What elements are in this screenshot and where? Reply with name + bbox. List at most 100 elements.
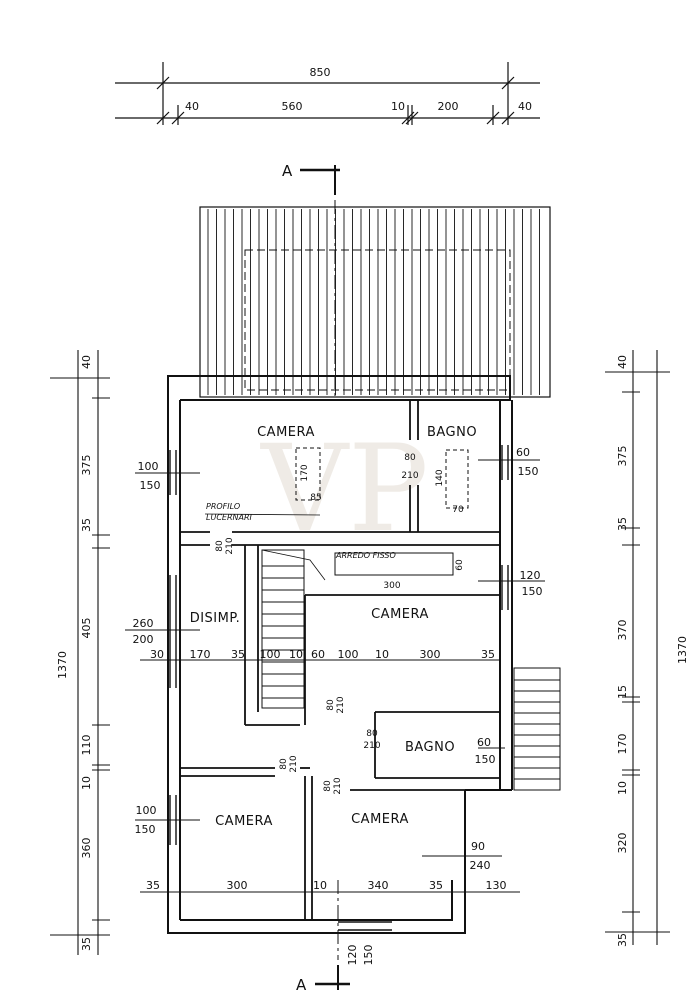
dim-right-part: 320 xyxy=(616,833,629,854)
dim-top-part: 10 xyxy=(391,100,405,113)
row-dim: 130 xyxy=(486,879,507,892)
dim-left-part: 110 xyxy=(80,735,93,756)
dim-top-part: 200 xyxy=(438,100,459,113)
window-height: 150 xyxy=(362,945,375,966)
door-height: 210 xyxy=(289,755,299,772)
room-label-bagno: BAGNO xyxy=(427,425,477,440)
row-dim: 10 xyxy=(375,648,389,661)
door-width: 80 xyxy=(215,540,225,552)
room-label-camera: CAMERA xyxy=(351,812,409,827)
row-dim: 35 xyxy=(231,648,245,661)
section-marker-label: A xyxy=(282,162,293,180)
door-width: 80 xyxy=(404,453,416,463)
shelf-depth: 60 xyxy=(455,559,465,571)
dim-left-part: 360 xyxy=(80,838,93,859)
door-width: 80 xyxy=(326,699,336,711)
window-right-1 xyxy=(501,445,509,480)
window-bottom xyxy=(338,921,392,931)
dim-left-part: 375 xyxy=(80,455,93,476)
top-dimension-chain xyxy=(115,62,540,125)
dim-left-part: 405 xyxy=(80,618,93,639)
door-height: 210 xyxy=(336,696,346,713)
window-height: 240 xyxy=(470,859,491,872)
dim-overall-width: 850 xyxy=(310,66,331,79)
bed-length: 170 xyxy=(300,464,310,481)
window-width: 60 xyxy=(516,446,530,459)
dim-right-part: 35 xyxy=(616,933,629,947)
door-width: 80 xyxy=(323,780,333,792)
bed-width: 85 xyxy=(310,493,321,503)
dimension-row-mid xyxy=(140,659,520,893)
door-width: 80 xyxy=(366,729,378,739)
right-dimension-chain xyxy=(605,350,670,945)
window-left-2 xyxy=(169,575,177,688)
dim-right-part: 15 xyxy=(616,685,629,699)
arredo-leader xyxy=(204,513,321,516)
window-label-group xyxy=(125,459,545,857)
dim-top-part: 40 xyxy=(185,100,199,113)
dim-left-part: 35 xyxy=(80,518,93,532)
door-height: 210 xyxy=(401,471,418,481)
door-height: 210 xyxy=(333,777,343,794)
window-right-2 xyxy=(501,565,509,610)
window-width: 120 xyxy=(520,569,541,582)
row-dim: 340 xyxy=(368,879,389,892)
staircase xyxy=(261,549,326,709)
dim-left-part: 40 xyxy=(80,355,93,369)
dim-right-part: 370 xyxy=(616,620,629,641)
row-dim: 30 xyxy=(150,648,164,661)
section-line-bottom xyxy=(315,880,350,990)
window-height: 150 xyxy=(140,479,161,492)
room-label-camera: CAMERA xyxy=(257,425,315,440)
window-width: 60 xyxy=(477,736,491,749)
row-dim: 170 xyxy=(190,648,211,661)
room-label-camera: CAMERA xyxy=(215,814,273,829)
door-height: 210 xyxy=(363,741,380,751)
door-height: 210 xyxy=(225,537,235,554)
window-width: 100 xyxy=(136,804,157,817)
window-height: 150 xyxy=(518,465,539,478)
tub-length: 140 xyxy=(435,469,445,486)
dim-top-part: 560 xyxy=(282,100,303,113)
window-height: 150 xyxy=(135,823,156,836)
dim-right-part: 40 xyxy=(616,355,629,369)
external-stair xyxy=(513,667,561,791)
row-dim: 10 xyxy=(289,648,303,661)
section-marker-label: A xyxy=(296,976,307,994)
note-lucernari: LUCERNARI xyxy=(206,513,253,522)
room-label-camera: CAMERA xyxy=(371,607,429,622)
watermark-logo: VP xyxy=(259,420,428,559)
window-height: 200 xyxy=(133,633,154,646)
left-dimension-chain xyxy=(50,350,110,955)
wardrobe-outline xyxy=(334,552,454,576)
window-height: 150 xyxy=(475,753,496,766)
row-dim: 100 xyxy=(338,648,359,661)
window-width: 260 xyxy=(133,617,154,630)
bathtub-outline xyxy=(445,449,469,509)
door-width: 80 xyxy=(279,758,289,770)
dim-top-part: 40 xyxy=(518,100,532,113)
wardrobe-length: 300 xyxy=(383,581,400,591)
dim-right-part: 10 xyxy=(616,781,629,795)
room-label-disimp: DISIMP. xyxy=(190,611,241,626)
dim-right-part: 170 xyxy=(616,734,629,755)
interior-walls xyxy=(180,400,500,920)
bed-outline xyxy=(295,447,321,501)
row-dim: 35 xyxy=(429,879,443,892)
row-dim: 60 xyxy=(311,648,325,661)
dim-right-part: 35 xyxy=(616,517,629,531)
row-dim: 100 xyxy=(260,648,281,661)
dim-right-part: 375 xyxy=(616,446,629,467)
dim-left-overall: 1370 xyxy=(56,651,69,679)
window-height: 150 xyxy=(522,585,543,598)
section-line-top xyxy=(300,165,340,400)
note-arredo: ARREDO FISSO xyxy=(335,551,396,560)
row-dim: 35 xyxy=(146,879,160,892)
dim-left-part: 10 xyxy=(80,776,93,790)
dim-right-overall: 1370 xyxy=(676,636,689,664)
room-label-bagno: BAGNO xyxy=(405,740,455,755)
row-dim: 10 xyxy=(313,879,327,892)
note-profilo: PROFILO xyxy=(206,502,240,511)
window-width: 120 xyxy=(346,945,359,966)
